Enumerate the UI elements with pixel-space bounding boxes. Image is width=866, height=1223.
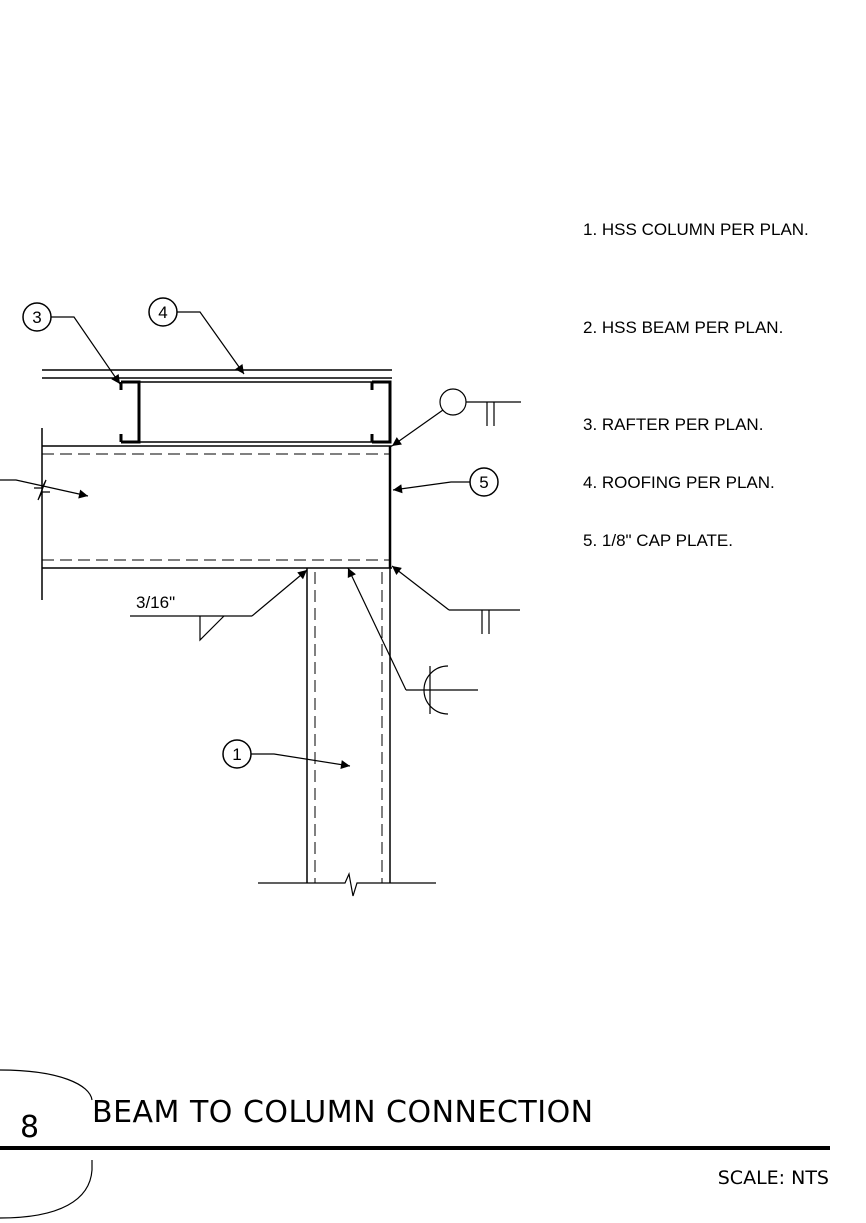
- note-2: 2. HSS BEAM PER PLAN.: [583, 318, 784, 337]
- weld-size-label: 3/16": [136, 593, 175, 612]
- detail-title: BEAM TO COLUMN CONNECTION: [92, 1095, 594, 1130]
- svg-text:1: 1: [232, 745, 241, 764]
- rafter: [119, 380, 392, 444]
- leader-beam: [0, 479, 89, 499]
- detail-number: 8: [20, 1110, 40, 1145]
- callout-5: 5: [392, 467, 499, 497]
- svg-text:5: 5: [479, 473, 488, 492]
- roofing: [42, 369, 392, 379]
- callout-1: 1: [222, 739, 351, 770]
- weld-symbol-bottom: [391, 565, 520, 634]
- svg-text:4: 4: [158, 303, 167, 322]
- title-block: [0, 1069, 830, 1219]
- note-4: 4. ROOFING PER PLAN.: [583, 473, 775, 492]
- note-1: 1. HSS COLUMN PER PLAN.: [583, 220, 809, 239]
- svg-text:3: 3: [32, 308, 41, 327]
- note-3: 3. RAFTER PER PLAN.: [583, 415, 764, 434]
- weld-symbol-flare: [347, 567, 478, 715]
- hss-column: [258, 568, 436, 897]
- callout-3: 3: [22, 302, 121, 385]
- weld-symbol-fillet: [130, 569, 308, 642]
- hss-beam: [34, 428, 392, 600]
- scale-label: SCALE: NTS: [717, 1167, 829, 1189]
- callout-4: 4: [148, 297, 245, 375]
- note-5: 5. 1/8" CAP PLATE.: [583, 531, 733, 550]
- weld-symbol-top: [391, 388, 521, 447]
